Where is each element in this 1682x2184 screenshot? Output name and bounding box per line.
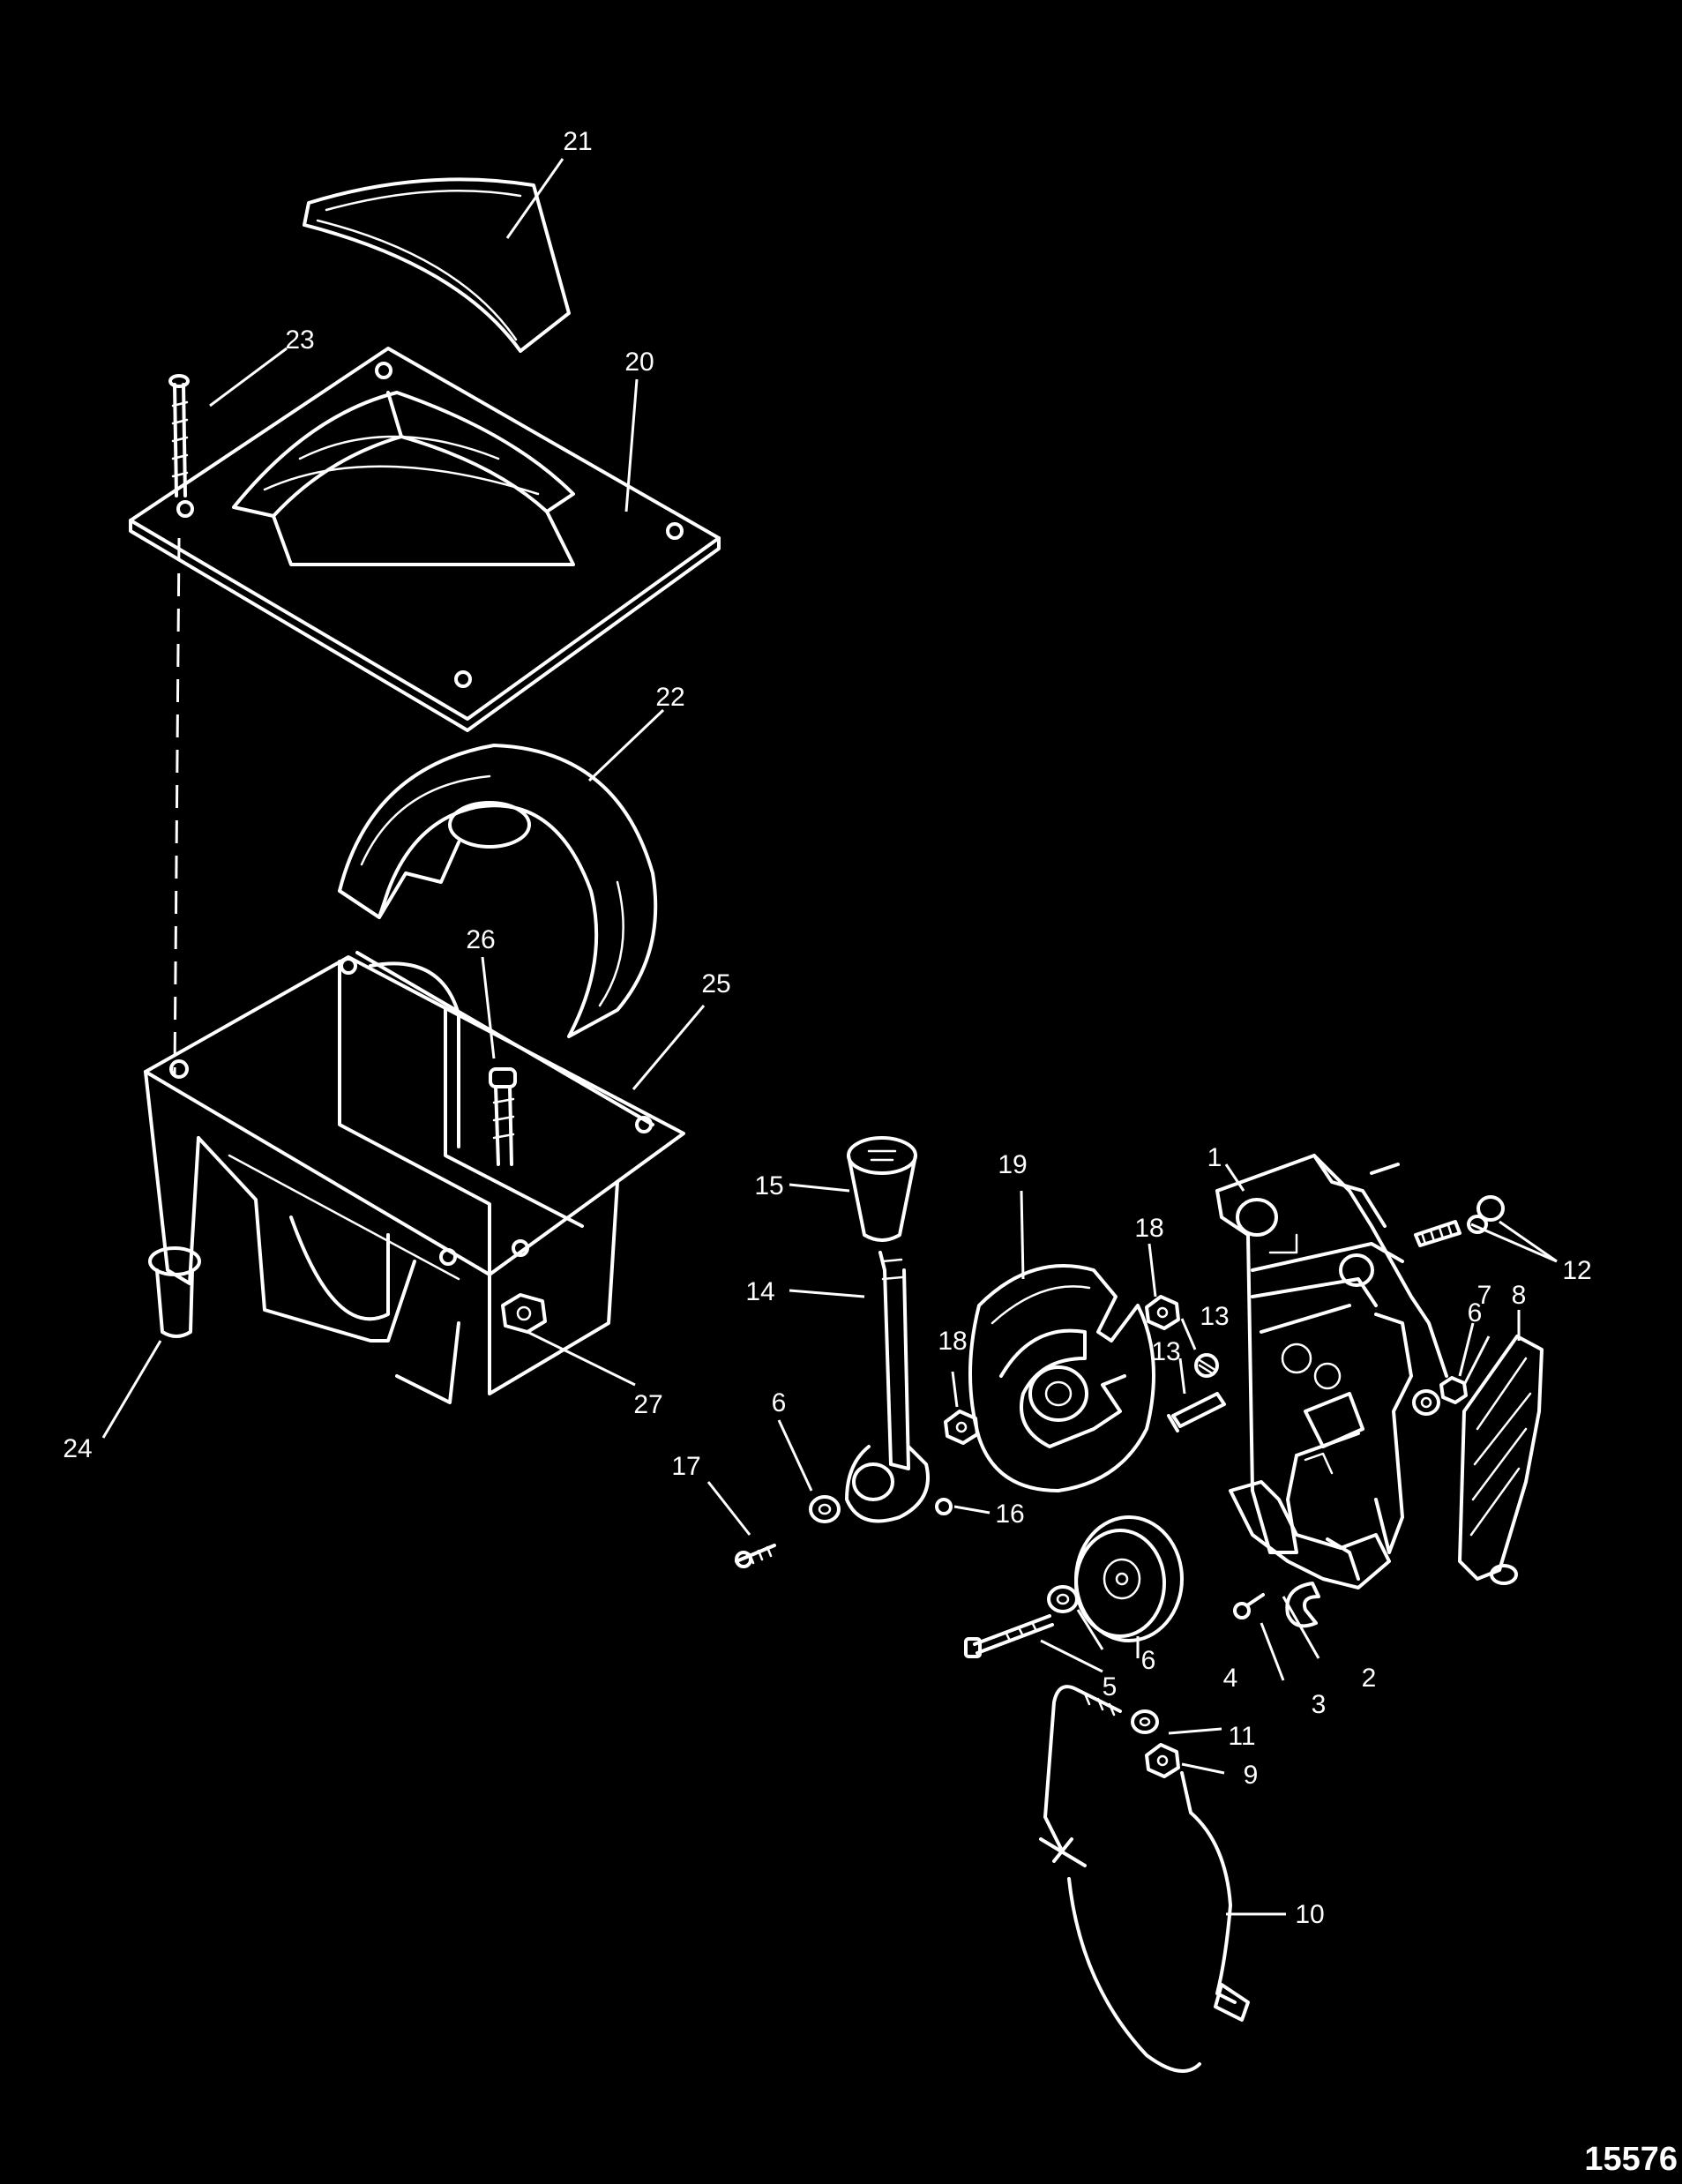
callout-13-lower: 13 xyxy=(1151,1337,1180,1366)
part-3-screw xyxy=(1233,1593,1265,1619)
callout-22: 22 xyxy=(655,683,684,712)
callout-19: 19 xyxy=(998,1150,1027,1179)
part-11-washer xyxy=(1131,1709,1159,1734)
part-13-spring-upper xyxy=(1194,1353,1219,1378)
alignment-dashed-line xyxy=(173,537,181,1077)
part-21-trim-strip xyxy=(303,177,571,353)
callout-6-left: 6 xyxy=(772,1388,787,1417)
callout-25: 25 xyxy=(701,969,730,999)
part-26-screw xyxy=(489,1067,517,1166)
part-20-top-plate xyxy=(129,347,721,732)
callout-7: 7 xyxy=(1477,1281,1492,1310)
callout-15: 15 xyxy=(754,1171,783,1200)
callout-14: 14 xyxy=(745,1277,774,1306)
part-2-clip xyxy=(1285,1582,1320,1628)
callout-18-upper: 18 xyxy=(1134,1214,1163,1243)
callout-6-lower: 6 xyxy=(1141,1646,1156,1675)
leader-lines xyxy=(101,158,1558,1916)
callout-4: 4 xyxy=(1223,1664,1238,1693)
part-10-cable xyxy=(1039,1685,1250,2073)
part-16-set-screw xyxy=(935,1498,953,1515)
figure-number: 15576 xyxy=(1584,2141,1678,2178)
part-15-handle-knob xyxy=(847,1136,917,1242)
callout-21: 21 xyxy=(563,127,592,156)
part-5-bolt xyxy=(964,1614,1054,1658)
callout-3: 3 xyxy=(1312,1690,1327,1719)
callout-18-lower: 18 xyxy=(938,1327,967,1356)
callout-17: 17 xyxy=(671,1452,700,1481)
callout-6-right: 6 xyxy=(1468,1298,1483,1328)
callout-27: 27 xyxy=(633,1390,662,1419)
part-6-washer-right xyxy=(1412,1389,1440,1416)
part-1-control-assembly xyxy=(1215,1154,1448,1589)
part-13-pin-lower xyxy=(1167,1392,1226,1432)
part-23-screw xyxy=(168,374,190,497)
part-18-nut-upper xyxy=(1145,1295,1180,1330)
callout-11: 11 xyxy=(1228,1722,1255,1751)
callout-13-upper: 13 xyxy=(1200,1302,1229,1331)
callout-5: 5 xyxy=(1103,1672,1118,1702)
part-4-disk xyxy=(1074,1515,1184,1642)
part-17-screw xyxy=(735,1544,776,1568)
part-12-spring xyxy=(1414,1195,1505,1247)
part-27-nut xyxy=(501,1293,547,1334)
part-6-washer-lower xyxy=(1047,1585,1079,1613)
callout-12: 12 xyxy=(1562,1256,1591,1285)
callout-1: 1 xyxy=(1207,1143,1222,1172)
callout-8: 8 xyxy=(1512,1281,1527,1310)
part-22-curved-cover xyxy=(338,744,658,1038)
callout-24: 24 xyxy=(63,1434,92,1463)
part-19-cam-wheel xyxy=(968,1264,1155,1492)
part-9-nut xyxy=(1145,1743,1180,1778)
callout-2: 2 xyxy=(1362,1664,1377,1693)
callout-labels: 21 23 20 22 25 26 27 24 15 14 18 19 18 1… xyxy=(63,127,1591,1929)
part-6-washer-left xyxy=(809,1495,841,1523)
part-14-control-lever xyxy=(845,1251,930,1523)
callout-23: 23 xyxy=(285,325,314,355)
callout-10: 10 xyxy=(1295,1900,1324,1929)
part-7-nut xyxy=(1439,1376,1468,1404)
callout-16: 16 xyxy=(995,1500,1024,1529)
callout-26: 26 xyxy=(466,925,495,954)
callout-20: 20 xyxy=(624,348,654,377)
part-24-bushing xyxy=(148,1246,201,1338)
callout-9: 9 xyxy=(1244,1761,1259,1790)
part-25-base-housing xyxy=(144,951,685,1404)
part-8-damper xyxy=(1458,1335,1544,1585)
